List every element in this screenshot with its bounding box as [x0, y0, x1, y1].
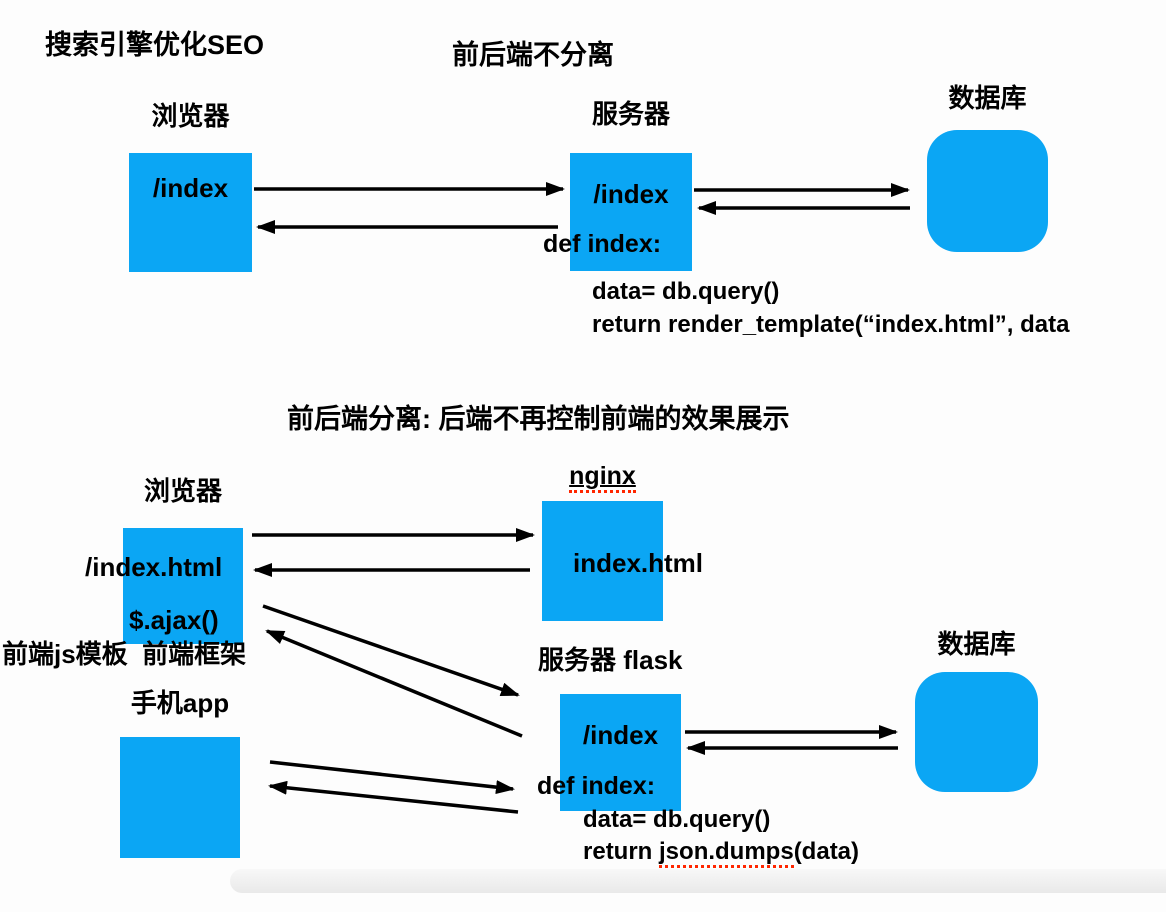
server-box-1: /index	[570, 153, 692, 271]
browser-label-1: 浏览器	[151, 101, 230, 131]
arrow-flask-to-mobile	[268, 780, 519, 814]
flask-code-return-pre: return	[583, 838, 660, 865]
nginx-label-text: nginx	[569, 462, 636, 493]
browser-box-2	[123, 528, 243, 644]
section2-title: 前后端分离: 后端不再控制前端的效果展示	[287, 404, 790, 434]
database-label-2: 数据库	[937, 629, 1016, 659]
browser-ajax-text: $.ajax()	[129, 605, 219, 635]
seo-heading: 搜索引擎优化SEO	[45, 30, 265, 60]
mobile-app-box	[120, 737, 240, 858]
bottom-gray-band	[230, 869, 1166, 893]
nginx-box	[542, 501, 663, 621]
arrow-flask-to-browser2	[265, 629, 523, 738]
server-path-1: /index	[593, 179, 669, 209]
browser-box-1: /index	[129, 153, 252, 272]
flask-code-def: def index:	[537, 772, 656, 800]
nginx-file-text: index.html	[573, 548, 704, 578]
database-box-1	[927, 130, 1048, 252]
database-box-2	[915, 672, 1038, 792]
server-code-return-1: return render_template(“index.html”, dat…	[592, 311, 1070, 338]
frontend-note: 前端js模板 前端框架	[2, 639, 247, 669]
section1-title: 前后端不分离	[452, 40, 614, 70]
browser-path-1: /index	[152, 173, 229, 203]
arrow-mobile-to-flask	[269, 760, 515, 795]
flask-code-return-marked: json.dumps	[659, 838, 794, 868]
browser-label-2: 浏览器	[143, 476, 222, 506]
flask-code-return-post: (data)	[793, 838, 860, 865]
browser-path-2: /index.html	[85, 552, 223, 582]
arrow-ajax-to-flask	[262, 604, 520, 697]
nginx-label: nginx	[542, 462, 663, 493]
flask-path: /index	[582, 720, 659, 750]
flask-code-query: data= db.query()	[583, 806, 771, 833]
database-label-1: 数据库	[948, 83, 1027, 113]
flask-server-box: /index	[560, 694, 681, 811]
server-code-def-1: def index:	[543, 230, 662, 258]
server-code-query-1: data= db.query()	[592, 278, 780, 305]
server-label-1: 服务器	[591, 99, 670, 129]
flask-code-return: return json.dumps(data)	[583, 838, 860, 868]
mobile-app-label: 手机app	[130, 688, 230, 718]
flask-server-label: 服务器 flask	[538, 645, 683, 675]
